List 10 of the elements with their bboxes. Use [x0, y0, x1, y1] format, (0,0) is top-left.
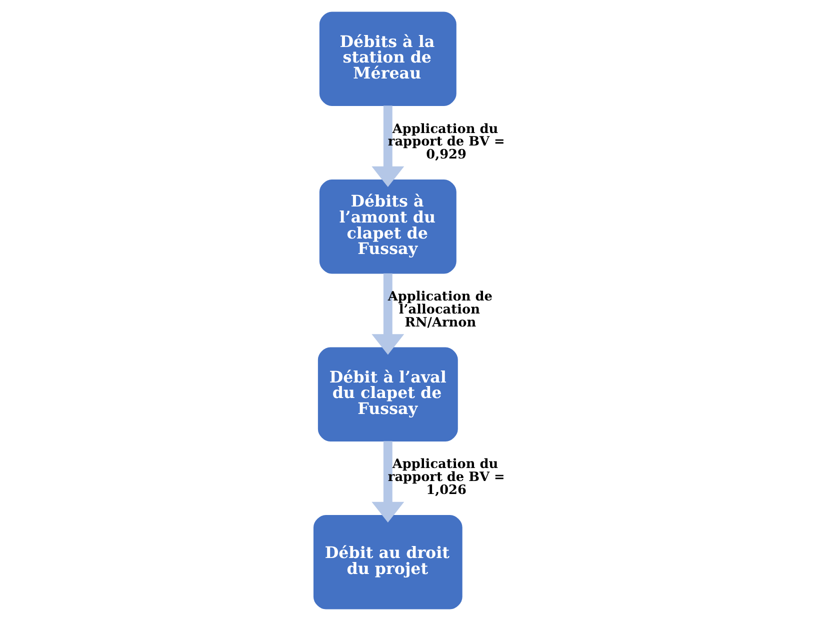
- arrow: [371, 441, 404, 522]
- node-box: Débit à l’aval du clapet de Fussay: [317, 347, 458, 442]
- arrow: [371, 106, 404, 187]
- arrow: [371, 273, 404, 355]
- node-box: Débits à la station de Méreau: [318, 12, 456, 106]
- node-box: Débits à l’amont du clapet de Fussay: [318, 179, 456, 274]
- edge-label: Application du rapport de BV = 1,026: [387, 457, 504, 498]
- edge-label: Application de l’allocation RN/Arnon: [387, 289, 492, 330]
- node-box: Débit au droit du projet: [312, 514, 462, 610]
- edge-label: Application du rapport de BV = 0,929: [387, 122, 504, 163]
